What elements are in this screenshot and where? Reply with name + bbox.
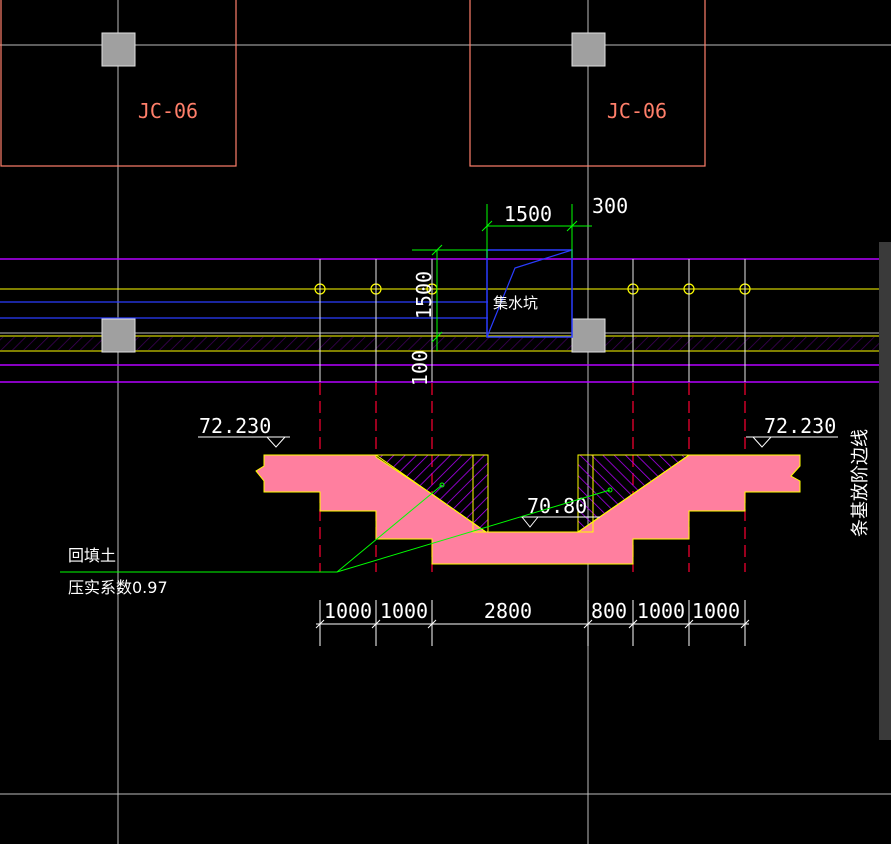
bottom-dimension-texts: 1000 1000 2800 800 1000 1000 <box>324 599 740 623</box>
beam-lines <box>0 258 879 383</box>
column <box>101 318 136 353</box>
foundation-label: JC-06 <box>607 99 667 123</box>
dim-text: 1000 <box>380 599 428 623</box>
foundation-left[interactable]: JC-06 <box>0 0 237 167</box>
sump-width-dim: 1500 <box>504 202 552 226</box>
elevation-left: 72.230 <box>199 414 271 438</box>
dim-text: 2800 <box>484 599 532 623</box>
sump-wall-right <box>577 454 594 533</box>
dim-text: 1000 <box>692 599 740 623</box>
foundation-right[interactable]: JC-06 <box>469 0 706 167</box>
column <box>571 318 606 353</box>
bottom-dimension-line <box>315 600 750 646</box>
dim-text: 1000 <box>324 599 372 623</box>
edge-label: 条基放阶边线 <box>850 429 871 537</box>
sump-wall-left <box>472 454 489 533</box>
column <box>571 32 606 67</box>
sump-depth-dim: 1500 <box>412 271 436 319</box>
sump-label: 集水坑 <box>493 294 538 312</box>
fill-leader-lines <box>60 482 613 573</box>
dim-text: 1000 <box>637 599 685 623</box>
step-reference-lines <box>319 259 746 382</box>
elevation-right: 72.230 <box>764 414 836 438</box>
section-fill <box>255 454 801 565</box>
dim-text: 800 <box>591 599 627 623</box>
column <box>101 32 136 67</box>
sump-dimensions <box>412 204 592 351</box>
excavation-section[interactable] <box>255 454 801 565</box>
sump-offset-dim: 300 <box>592 194 628 218</box>
elevation-marker-right: 72.230 <box>746 414 838 448</box>
compaction-label: 压实系数0.97 <box>68 578 168 597</box>
vertical-scrollbar[interactable] <box>879 242 891 740</box>
sump-wall-dim: 100 <box>408 350 432 386</box>
fill-label: 回填土 <box>68 546 116 565</box>
foundation-label: JC-06 <box>138 99 198 123</box>
sump-pit-plan[interactable]: 集水坑 <box>486 249 573 338</box>
elevation-marker-left: 72.230 <box>198 414 290 448</box>
